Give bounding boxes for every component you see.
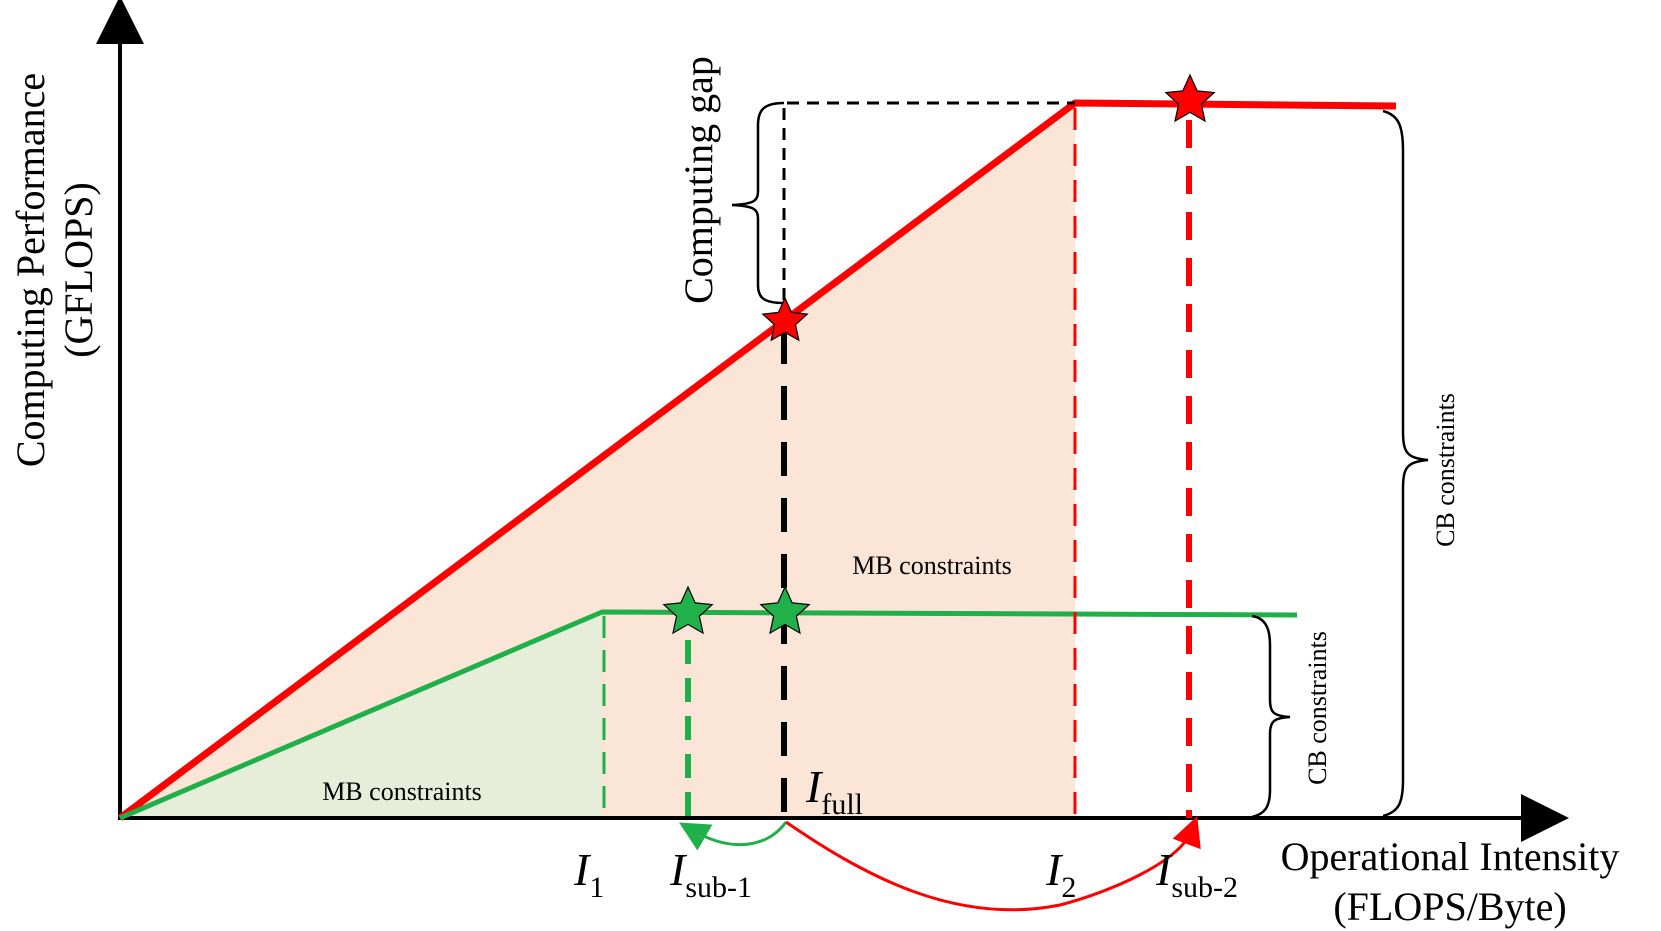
computing-gap-dashed-box [782, 101, 1075, 300]
cb-constraints-brace-right [1382, 109, 1429, 818]
star-red-isub2 [1164, 73, 1216, 123]
marker-ifull: Ifull [805, 761, 863, 821]
cb-constraints-right-label: CB constraints [1431, 393, 1460, 547]
mb-constraints-upper-label: MB constraints [852, 551, 1012, 580]
computing-gap-brace [731, 101, 785, 305]
y-axis-label-line2: (GFLOPS) [56, 182, 101, 358]
computing-gap-label: Computing gap [676, 56, 721, 304]
star-red-ifull [761, 296, 809, 342]
marker-i1: I1 [573, 844, 604, 904]
green-roofline [119, 609, 1298, 821]
x-axis-arrowhead [1522, 806, 1558, 830]
y-axis-label-line1: Computing Performance [8, 73, 53, 467]
marker-i2: I2 [1045, 844, 1076, 904]
marker-isub1: Isub-1 [669, 844, 752, 904]
arrow-to-isub1 [679, 821, 788, 851]
marker-isub2: Isub-2 [1155, 844, 1238, 904]
x-axis-label-line2: (FLOPS/Byte) [1333, 884, 1566, 929]
star-green-ifull [759, 585, 811, 635]
x-axis-label-line1: Operational Intensity [1281, 834, 1620, 879]
arrow-to-isub2 [785, 815, 1201, 912]
cb-constraints-inner-label: CB constraints [1303, 631, 1332, 785]
star-green-isub1 [662, 585, 714, 635]
y-axis-arrowhead [108, 4, 132, 40]
mb-constraints-lower-label: MB constraints [322, 777, 482, 806]
cb-constraints-brace-inner [1251, 614, 1291, 819]
